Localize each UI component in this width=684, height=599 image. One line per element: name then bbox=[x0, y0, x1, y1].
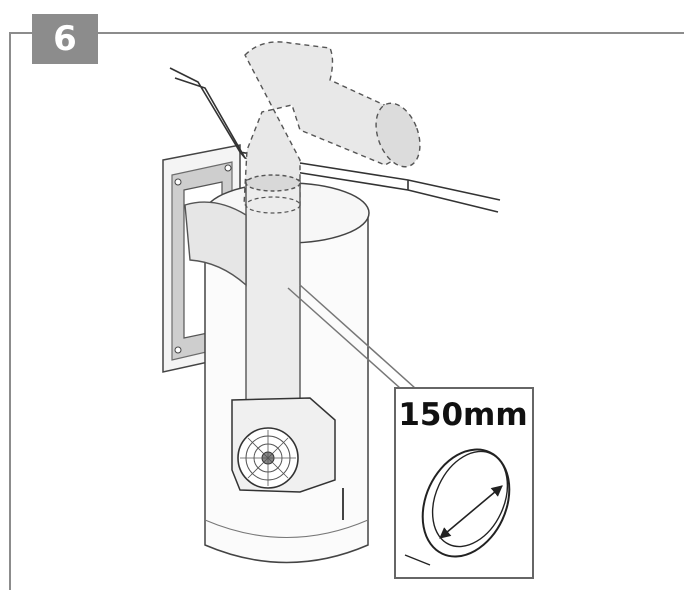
diameter-arrow-icon bbox=[404, 448, 511, 566]
callout-leader bbox=[287, 287, 401, 389]
callout-leader-2 bbox=[299, 284, 416, 389]
ghost-duct-elbow bbox=[243, 41, 421, 206]
fan-motor-icon bbox=[231, 397, 336, 493]
step-number-badge: 6 bbox=[32, 14, 98, 64]
frame-border bbox=[9, 32, 684, 590]
duct-diameter-label: 150mm bbox=[398, 397, 528, 433]
